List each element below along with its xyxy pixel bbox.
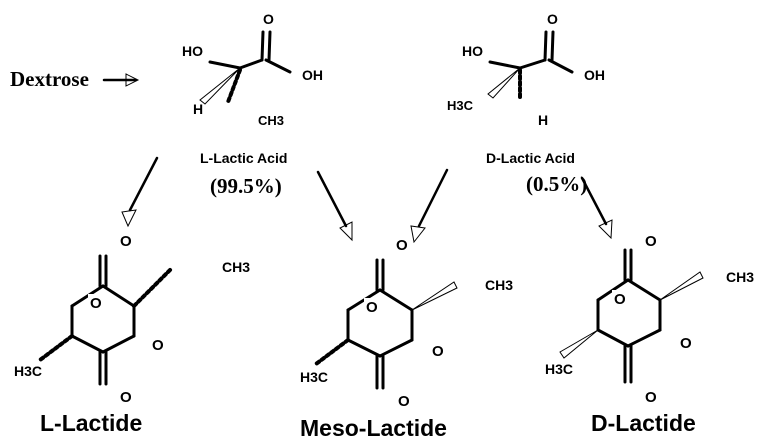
d-acid-oh: OH [584,67,605,83]
meso-o-bot: O [398,393,410,410]
meso-bond-4 [378,338,414,358]
arrow-l-to-meso [316,170,348,228]
d-acid-ho: HO [462,43,483,59]
l-acid-wedge-h [199,67,241,105]
d-acid-carbonyl-a [543,30,548,62]
d-lactide-bond-3 [596,328,630,348]
meso-ch3: CH3 [485,277,513,293]
l-acid-hash-ch3 [226,68,242,104]
l-lactide-bond-4 [101,334,136,354]
d-lactide-o-ring-1: O [614,291,626,308]
d-lactide-o-top: O [645,233,657,250]
l-lactide-bond-6 [101,284,136,308]
l-acid-bond-c1 [238,58,264,70]
dextrose-arrow-head [125,73,140,87]
d-acid-name: D-Lactic Acid [486,150,575,166]
d-acid-bond-c1 [518,58,547,70]
arrow-l-to-meso-head [339,221,353,242]
d-lactide-structure: O O O O CH3 H3C [545,233,754,406]
dextrose: Dextrose [10,67,140,91]
l-lactic-acid-structure: HO O OH H CH3 L-Lactic Acid (99.5%) [182,11,323,198]
l-acid-percent: (99.5%) [210,174,282,198]
l-lactide-o-ring-2: O [152,337,164,354]
arrow-to-d-lactide [580,176,608,226]
d-acid-h: H [538,112,548,128]
l-acid-carbonyl-o: O [263,11,274,27]
l-acid-carbonyl-a [260,30,265,62]
l-lactide-o-top: O [120,233,132,250]
l-lactide-o-mask-1 [88,294,106,310]
l-lactide-o-bot: O [120,389,132,406]
l-lactide-h3c: H3C [14,363,42,379]
arrow-to-d-lactide-head [598,219,613,240]
l-lactide-hash-ch3 [132,266,174,308]
d-lactide-o-mask-1 [612,290,630,306]
arrow-to-l-lactide-head [121,209,137,228]
meso-o-top: O [396,237,408,254]
meso-o-ring-1: O [366,299,378,316]
l-lactide-ch3: CH3 [222,259,250,275]
d-lactide-bond-4 [626,328,662,348]
d-lactide-h3c: H3C [545,361,573,377]
d-lactic-acid-structure: HO O OH H3C H D-Lactic Acid (0.5%) [447,11,605,196]
d-lactide-bond-6 [626,278,662,302]
l-acid-h: H [193,101,203,117]
product-name-meso-lactide: Meso-Lactide [300,415,447,439]
d-lactide-o-mask-2 [678,334,696,350]
l-lactide-o-ring-1: O [90,295,102,312]
l-acid-carbonyl-b [267,30,272,62]
meso-bond-3 [346,338,382,358]
d-acid-h3c: H3C [447,98,474,113]
l-acid-ch3: CH3 [258,113,284,128]
arrow-to-l-lactide [128,156,159,212]
l-acid-name: L-Lactic Acid [200,150,287,166]
l-lactide-hash-h3c [38,334,74,362]
l-lactide-structure: O O O O CH3 H3C [14,233,250,406]
meso-bond-6 [378,288,414,312]
l-acid-bond-ho [208,60,242,70]
d-acid-bond-oh [547,58,574,74]
d-lactide-ch3: CH3 [726,269,754,285]
meso-o-ring-2: O [432,343,444,360]
d-lactide-o-ring-2: O [680,335,692,352]
d-acid-carbonyl-b [550,30,555,62]
d-acid-carbonyl-o: O [547,11,558,27]
l-acid-bond-oh [264,58,292,74]
meso-wedge-ch3 [411,281,458,311]
meso-hash-h3c [314,338,350,366]
d-lactide-wedge-h3c [559,329,599,359]
d-acid-wedge-ch3 [487,67,521,99]
meso-h3c: H3C [300,369,328,385]
l-lactide-bond-1 [70,284,105,308]
arrow-d-to-meso-head [410,225,426,244]
d-acid-bond-ho [488,60,522,70]
product-name-l-lactide: L-Lactide [40,410,142,436]
dextrose-label: Dextrose [10,67,89,91]
l-lactide-bond-3 [70,334,105,354]
meso-o-mask-1 [364,298,382,314]
arrow-d-to-meso [417,168,449,228]
l-lactide-o-mask-2 [150,336,168,352]
d-acid-percent: (0.5%) [526,172,587,196]
reaction-arrows [121,156,613,244]
d-lactide-wedge-ch3 [659,271,704,301]
l-acid-ho: HO [182,43,203,59]
product-name-d-lactide: D-Lactide [591,410,696,436]
d-lactide-o-bot: O [645,389,657,406]
meso-o-mask-2 [430,342,448,358]
l-acid-oh: OH [302,67,323,83]
meso-lactide-structure: O O O O CH3 H3C [300,237,513,410]
